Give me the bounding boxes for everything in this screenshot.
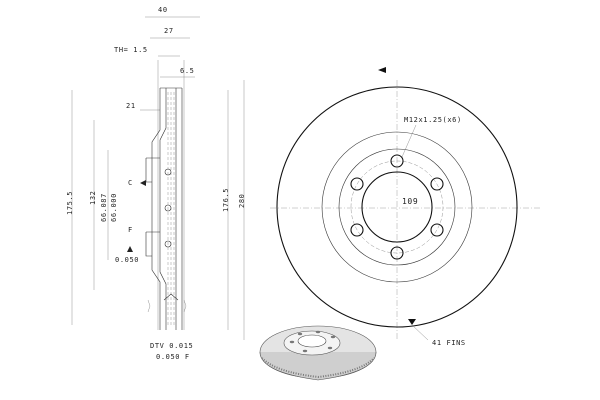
bolt-hole [430,177,444,191]
fins-note-leader [411,324,429,341]
section-chevron [163,293,179,301]
bolt-hole [350,223,364,237]
datum-f-marker [127,246,133,252]
hub-step-lower [145,231,160,257]
center-bore [361,171,433,243]
disc-outer-edge [276,86,518,328]
break-mark-left [147,299,151,313]
bolt-hole [430,223,444,237]
isometric-view [259,325,377,381]
tolerance-0-050-label: 0.050 [115,256,139,264]
dim-21-label: 21 [126,102,136,110]
bolt-hole-section-lower [164,240,172,248]
thread-note-label: M12x1.25(x6) [404,116,462,124]
dim-66-087-label: 66.087 [100,193,108,222]
dim-280-label: 280 [238,194,246,208]
dim-6-5-label: 6.5 [180,67,194,75]
arrow-marker-top [378,67,386,73]
hat-outer [338,148,456,266]
bolt-hole [390,246,404,260]
section-inner-left [159,88,167,330]
bolt-hole [390,154,404,168]
pcd-label: 109 [402,197,418,206]
datum-c-marker [140,180,146,186]
dim-40-label: 40 [158,6,168,14]
section-view: 40 27 TH= 1.5 6.5 21 175.5 132 66.087 66… [66,6,246,361]
thread-note-leader [401,124,417,158]
iso-center-bore [297,334,327,348]
bolt-hole-section-upper [164,168,172,176]
bolt-hole-section-middle [164,204,172,212]
iso-vent-slots [261,357,375,379]
dim-175-5-label: 175.5 [66,191,74,215]
bolt-holes [350,154,444,260]
section-profile-left [151,88,161,330]
datum-c-label: C [128,179,133,187]
tolerance-0-050-f-label: 0.050 F [156,353,190,361]
dim-th-label: TH= 1.5 [114,46,148,54]
fins-note-label: 41 FINS [432,339,466,347]
pitch-circle [350,160,444,254]
front-view: M12x1.25(x6) 109 41 FINS [270,67,540,347]
dim-27-label: 27 [164,27,174,35]
datum-f-label: F [128,226,133,234]
dim-66-000-label: 66.000 [110,193,118,222]
bolt-hole [350,177,364,191]
iso-bolt-holes [289,330,336,353]
dim-132-label: 132 [89,191,97,205]
dim-176-5-label: 176.5 [222,188,230,212]
break-mark-right [183,299,187,313]
arrow-marker-bottom [408,319,416,325]
dtv-label: DTV 0.015 [150,342,193,350]
friction-ring-inner [321,131,473,283]
iso-disc-edge [259,351,377,381]
